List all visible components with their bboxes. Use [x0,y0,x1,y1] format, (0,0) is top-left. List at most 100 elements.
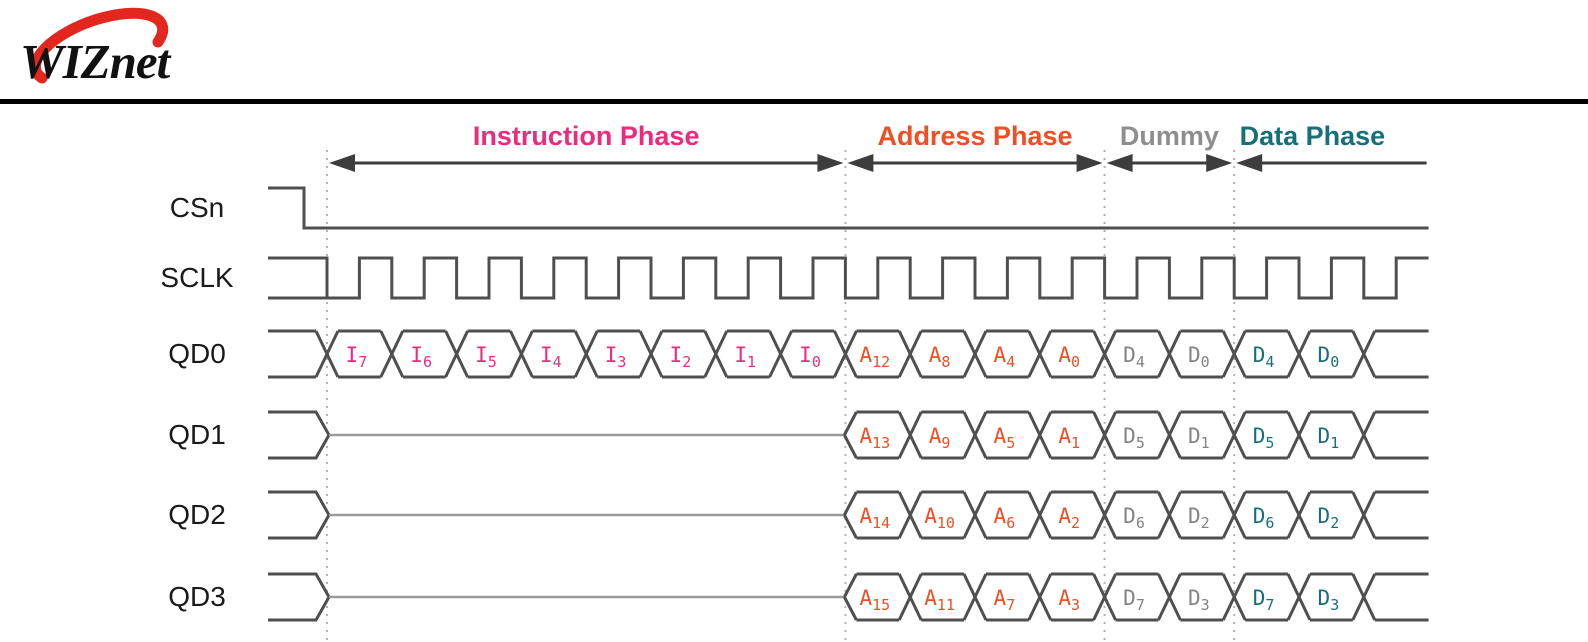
bus-cross [1092,491,1117,539]
sclk-waveform [268,256,1429,300]
bus-cross [1351,491,1377,539]
arrowhead-right-icon [1206,154,1233,172]
bus-cell-label-QD1-A9: A9 [929,424,951,452]
bus-cross [1221,573,1247,621]
bus-cell-label-QD3-D3: D3 [1318,586,1340,614]
bus-expand-bottom [843,596,858,621]
bus-cell-label-QD0-I6: I6 [410,343,432,371]
bus-cell-label-QD0-I0: I0 [799,343,821,371]
bus-cross [379,330,405,378]
phase-arrow-dummy [1106,154,1233,172]
bus-cell-label-QD0-D4: D4 [1123,343,1145,371]
bus-cross [703,330,729,378]
bus-cell-label-QD3-A15: A15 [859,586,890,614]
bus-cross [1027,411,1053,459]
bus-expand-top [843,491,858,516]
bus-cell-label-QD2-A10: A10 [924,504,955,532]
bus-cell-label-QD0-I4: I4 [540,343,562,371]
bus-expand-bottom [843,434,858,459]
phase-arrow-address [847,154,1103,172]
arrowhead-right-icon [1076,154,1103,172]
bus-cell-label-QD1-D1: D1 [1188,424,1210,452]
bus-cell-label-QD2-D2: D2 [1318,504,1340,532]
bus-cell-label-QD1-D5: D5 [1253,424,1275,452]
bus-collapse-top [268,572,331,598]
bus-cell-label-QD3-A7: A7 [994,586,1016,614]
bus-cross [314,330,340,378]
arrowhead-left-icon [1106,154,1133,172]
bus-cross [962,491,988,539]
bus-cross [1027,330,1053,378]
bus-cell-label-QD1-A1: A1 [1058,424,1080,452]
bus-cross [1157,411,1182,459]
bus-collapse-top [268,490,331,516]
bus-cross [962,411,988,459]
bus-cross [1221,330,1247,378]
bus-cross [1351,411,1377,459]
bus-cell-label-QD2-A2: A2 [1058,504,1080,532]
wiznet-logo-graphic: WIZnet [20,7,173,89]
bus-cross [1092,330,1117,378]
bus-cell-label-QD3-A11: A11 [924,586,955,614]
arrowhead-left-icon [1236,154,1263,172]
bus-cell-label-QD2-D6: D6 [1253,504,1275,532]
bus-cross [1351,330,1377,378]
bus-cell-label-QD0-D4: D4 [1253,343,1275,371]
bus-collapse-bottom [268,434,331,460]
phase-label-dummy: Dummy [1120,121,1219,151]
bus-cell-label-QD0-I1: I1 [734,343,756,371]
bus-collapse-bottom [268,514,331,540]
bus-cross [1286,330,1312,378]
bus-cross [1221,411,1247,459]
bus-cell-label-QD0-I5: I5 [475,343,497,371]
bus-expand-bottom [843,514,858,539]
bus-collapse-top [268,410,331,436]
bus-cross [1157,573,1182,621]
bus-cross [768,330,793,378]
signal-label-CSn: CSn [170,192,224,223]
bus-expand-top [843,573,858,598]
bus-cell-label-QD2-A14: A14 [859,504,890,532]
bus-cross [897,411,923,459]
bus-cross [1221,491,1247,539]
bus-cell-label-QD3-D3: D3 [1188,586,1210,614]
bus-cell-label-QD0-I2: I2 [670,343,692,371]
bus-cell-label-QD1-A13: A13 [859,424,890,452]
phase-arrow-instruction [329,154,844,172]
bus-cross [1092,411,1117,459]
signal-label-QD3: QD3 [168,581,226,612]
csn-waveform [268,186,1429,230]
bus-cross [1286,411,1312,459]
bus-cell-label-QD0-A4: A4 [994,343,1016,371]
phase-label-instruction: Instruction Phase [473,121,700,151]
arrowhead-left-icon [847,154,874,172]
bus-cell-label-QD1-A5: A5 [994,424,1016,452]
bus-cross [638,330,664,378]
bus-cross [1027,573,1053,621]
signal-label-QD2: QD2 [168,499,226,530]
phase-arrow-data [1236,154,1427,172]
bus-cross [897,330,923,378]
bus-cell-label-QD0-D0: D0 [1318,343,1340,371]
bus-cross [1286,491,1312,539]
bus-cross [1157,330,1182,378]
arrowhead-right-icon [817,154,844,172]
bus-cell-label-QD0-I7: I7 [346,343,368,371]
signal-label-QD1: QD1 [168,419,226,450]
bus-cell-label-QD0-A8: A8 [929,343,951,371]
bus-cross [962,330,988,378]
bus-cell-label-QD2-A6: A6 [994,504,1016,532]
wiznet-swoosh-icon [29,7,169,84]
signal-label-QD0: QD0 [168,338,226,369]
bus-cell-label-QD3-D7: D7 [1123,586,1145,614]
bus-cell-label-QD3-A3: A3 [1058,586,1080,614]
bus-cell-label-QD0-I3: I3 [605,343,627,371]
bus-expand-top [843,411,858,436]
bus-cell-label-QD0-A0: A0 [1058,343,1080,371]
